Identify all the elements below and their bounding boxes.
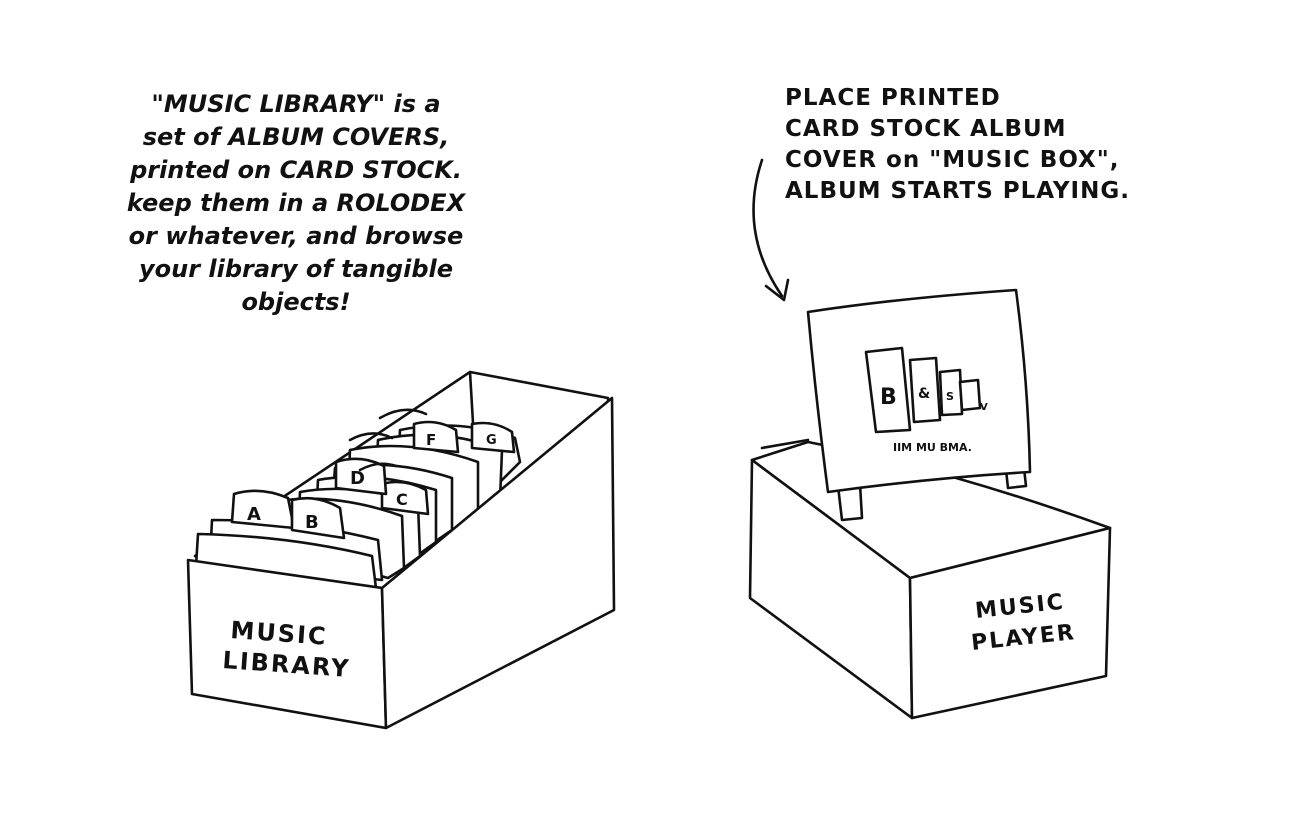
album-cover-caption: IIM MU BMA. — [893, 441, 972, 454]
arrow-shaft — [754, 160, 782, 296]
library-tab-letter: B — [305, 512, 319, 533]
library-tab-letter: A — [247, 504, 261, 525]
library-tab-letter: D — [350, 468, 365, 489]
library-tab-letter: C — [396, 490, 408, 509]
album-art-panel — [960, 380, 980, 410]
library-tab-letter: G — [486, 433, 497, 448]
music-library-box: A B C D F G MUSIC LIBRARY — [188, 372, 614, 728]
album-art-letter: V — [980, 402, 988, 413]
album-art-letter: S — [946, 390, 954, 403]
album-cover-card: B & S V IIM MU BMA. — [808, 290, 1030, 492]
album-art-letter: & — [918, 386, 930, 402]
music-player-box: MUSIC PLAYER — [750, 440, 1110, 718]
library-tab — [232, 491, 294, 528]
library-tab-letter: F — [426, 431, 436, 449]
album-art-letter: B — [880, 385, 897, 410]
pointer-arrow — [754, 160, 788, 300]
